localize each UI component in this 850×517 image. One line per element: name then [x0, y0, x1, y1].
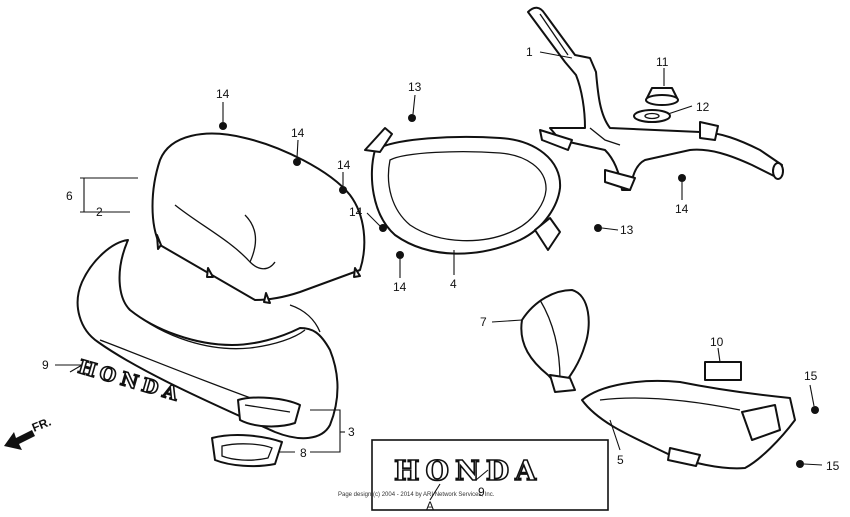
callout-14a: 14 — [216, 87, 230, 101]
side-cover — [520, 289, 590, 393]
arrow-down-left-icon — [4, 430, 35, 450]
bolt-15b — [796, 460, 804, 468]
bolt-14c — [339, 186, 347, 194]
bolt-14a — [219, 122, 227, 130]
callout-10: 10 — [710, 335, 724, 349]
callout-9: 9 — [42, 358, 49, 372]
leader-lines — [55, 51, 823, 501]
callout-7: 7 — [480, 315, 487, 329]
callout-14b: 14 — [291, 126, 305, 140]
callout-13a: 13 — [408, 80, 422, 94]
callouts: 1 11 12 13 13 14 14 14 14 14 14 15 15 4 … — [42, 45, 840, 513]
emblem-letter-a: A — [159, 380, 180, 406]
bolt-13a — [408, 114, 416, 122]
callout-14c: 14 — [337, 158, 351, 172]
detail-emblem-text: HONDA — [394, 456, 542, 487]
bolt-14f — [678, 174, 686, 182]
front-direction-indicator: FR. — [4, 415, 53, 450]
copyright-text: Page design (c) 2004 - 2014 by ARI Netwo… — [338, 492, 495, 498]
windscreen — [151, 132, 366, 304]
callout-9b: 9 — [478, 485, 485, 499]
callout-13b: 13 — [620, 223, 634, 237]
emblem-detail-box: HONDA — [371, 439, 609, 511]
bolt-14e — [396, 251, 404, 259]
callout-6: 6 — [66, 189, 73, 203]
under-cover — [581, 379, 796, 470]
bolt-14d — [379, 224, 387, 232]
inner-cowl — [364, 127, 562, 255]
handlebar — [527, 6, 784, 191]
emblem-letter-o: O — [97, 362, 119, 388]
callout-5: 5 — [617, 453, 624, 467]
nut-washer — [633, 87, 679, 123]
fasteners — [219, 114, 819, 468]
callout-8: 8 — [300, 446, 307, 460]
bolt-15a — [811, 406, 819, 414]
callout-11: 11 — [656, 55, 669, 69]
front-cowl — [76, 239, 339, 440]
emblem-letter-n: N — [118, 368, 141, 394]
callout-12: 12 — [696, 100, 710, 114]
callout-15a: 15 — [804, 369, 818, 383]
bolt-13b — [594, 224, 602, 232]
direction-label: FR. — [30, 415, 53, 435]
grille — [211, 434, 283, 468]
bolt-14b — [293, 158, 301, 166]
callout-1: 1 — [526, 45, 533, 59]
emblem-letter-h: H — [76, 356, 99, 382]
callout-14e: 14 — [393, 280, 407, 294]
emblem-letter-d: D — [139, 374, 161, 400]
label-sticker — [704, 361, 742, 381]
callout-14d: 14 — [349, 205, 363, 219]
callout-2: 2 — [96, 205, 103, 219]
callout-3: 3 — [348, 425, 355, 439]
callout-14f: 14 — [675, 202, 689, 216]
callout-15b: 15 — [826, 459, 840, 473]
callout-4: 4 — [450, 277, 457, 291]
callout-a: A — [426, 499, 434, 513]
